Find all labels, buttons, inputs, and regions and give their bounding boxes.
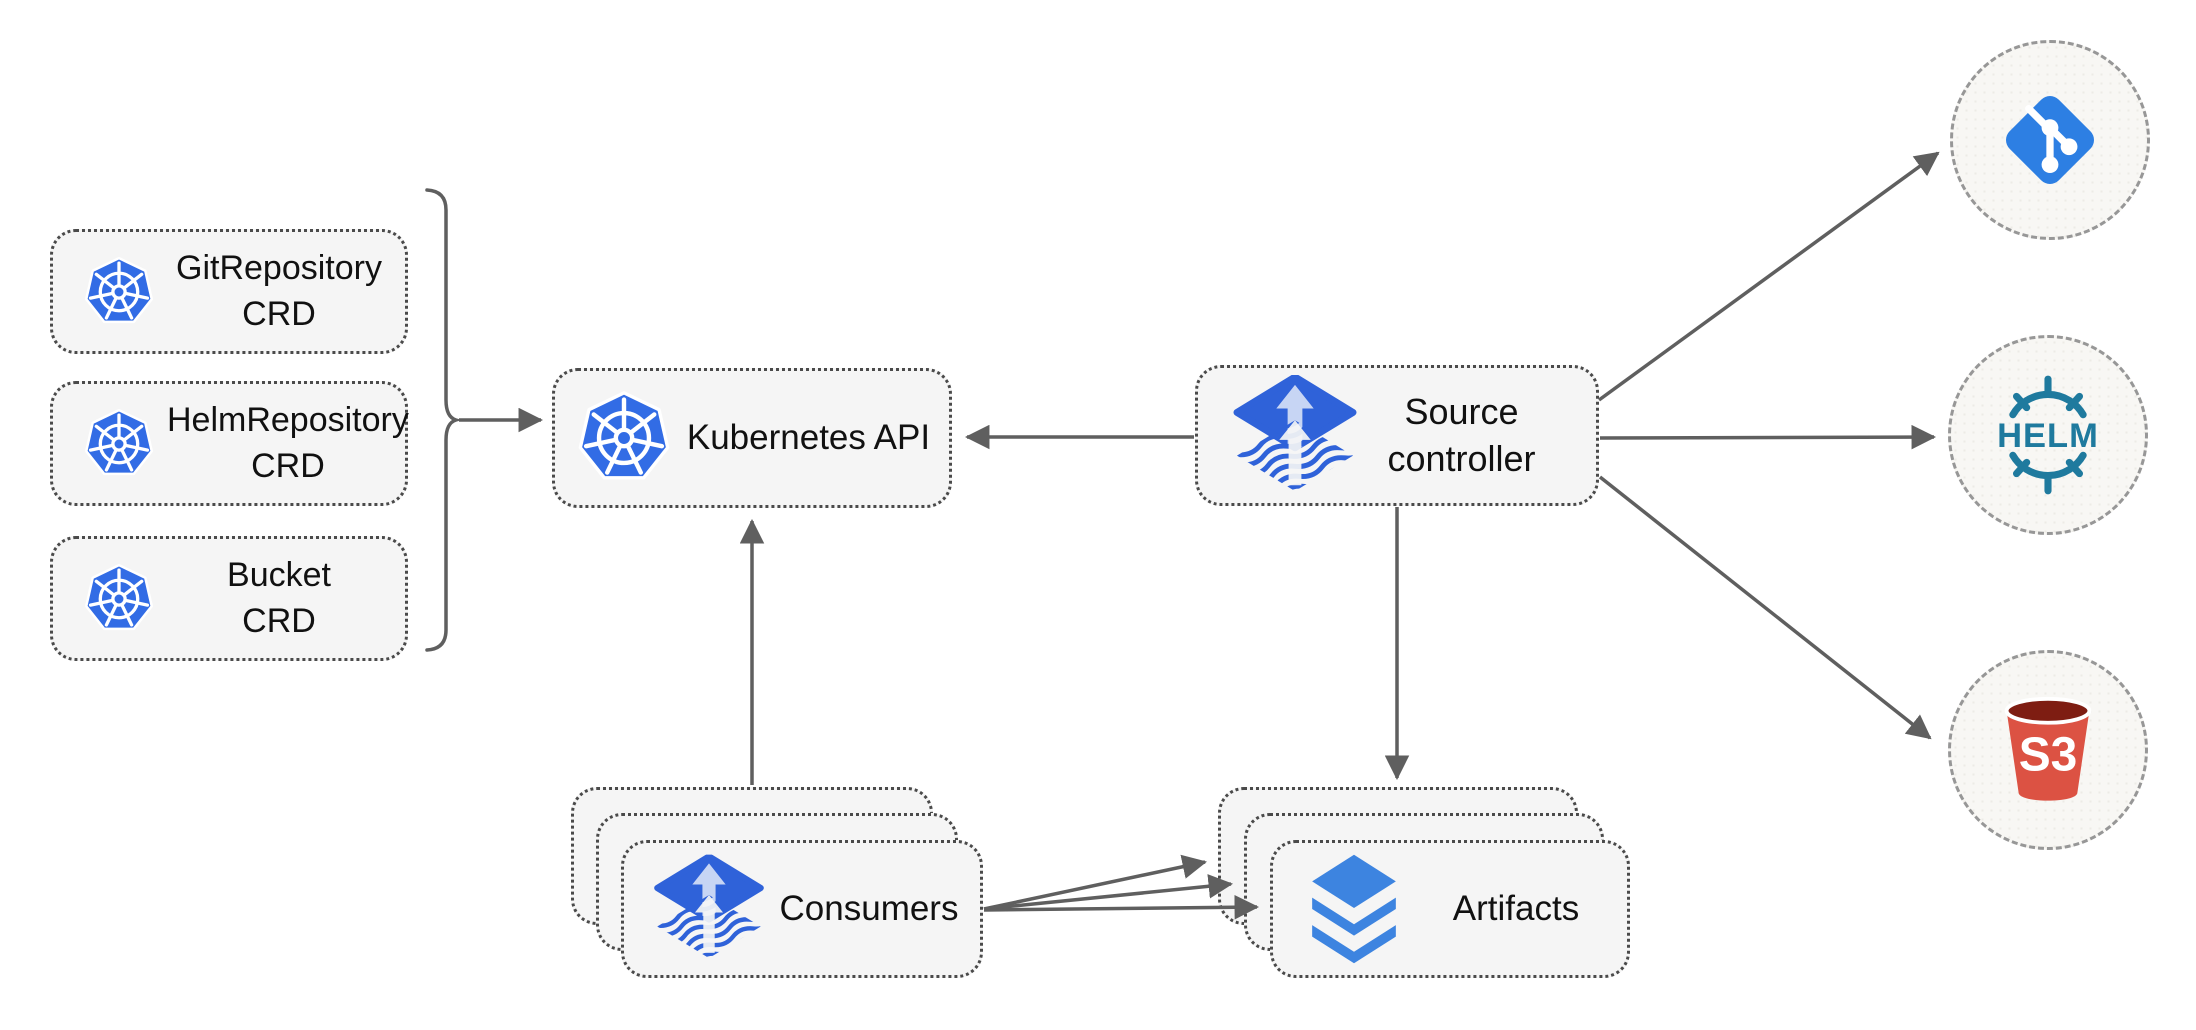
- helm-label: HELM: [1997, 417, 2099, 455]
- arrow-source-controller-to-git: [1597, 151, 1940, 402]
- label-line1: Bucket: [227, 555, 331, 594]
- kubernetes-api-label: Kubernetes API: [686, 418, 931, 457]
- helm-icon: HELM: [1997, 375, 2099, 495]
- arrow-source-controller-to-s3: [1598, 475, 1932, 740]
- label-line2: controller: [1387, 437, 1536, 479]
- git-source-circle: [1950, 40, 2150, 240]
- source-controller-label: Source controller: [1367, 389, 1556, 483]
- artifacts-box: Artifacts: [1270, 840, 1630, 978]
- arrow-consumers-to-artifacts-middle: [983, 874, 1234, 911]
- arrow-source-controller-to-helm: [1599, 424, 1937, 450]
- crd-box-helmrepository: HelmRepository CRD: [50, 381, 409, 506]
- label-line2: CRD: [242, 601, 316, 640]
- s3-bucket-icon: S3: [2004, 696, 2092, 801]
- kubernetes-api-box: Kubernetes API: [552, 368, 952, 508]
- crd-box-gitrepository: GitRepository CRD: [50, 229, 408, 354]
- crd-box-bucket: Bucket CRD: [50, 536, 408, 661]
- label-line1: GitRepository: [176, 248, 382, 287]
- arrow-consumers-to-artifacts-front: [983, 894, 1260, 920]
- crd-group-bracket: [425, 188, 463, 652]
- arrow-consumers-to-artifacts-back: [983, 854, 1207, 911]
- label-line1: Source: [1404, 390, 1519, 432]
- kubernetes-icon: [83, 563, 155, 635]
- source-controller-box: Source controller: [1195, 365, 1599, 506]
- kubernetes-icon: [576, 390, 672, 486]
- layers-icon: [1312, 854, 1396, 964]
- kubernetes-icon: [83, 256, 155, 328]
- s3-source-circle: S3: [1948, 650, 2148, 850]
- consumers-label: Consumers: [779, 889, 959, 928]
- artifacts-label: Artifacts: [1452, 889, 1580, 928]
- label-line2: CRD: [251, 446, 325, 485]
- s3-label: S3: [2019, 729, 2078, 782]
- label-line2: CRD: [242, 294, 316, 333]
- crd-box-bucket-label: Bucket CRD: [167, 553, 391, 645]
- flux-icon: [652, 853, 766, 965]
- consumers-box: Consumers: [621, 840, 983, 978]
- label-line1: HelmRepository: [167, 400, 409, 439]
- crd-box-helmrepository-label: HelmRepository CRD: [167, 398, 409, 490]
- kubernetes-icon: [83, 408, 155, 480]
- git-icon: [2006, 96, 2094, 184]
- flux-icon: [1231, 375, 1359, 497]
- crd-box-gitrepository-label: GitRepository CRD: [167, 246, 391, 338]
- helm-source-circle: HELM: [1948, 335, 2148, 535]
